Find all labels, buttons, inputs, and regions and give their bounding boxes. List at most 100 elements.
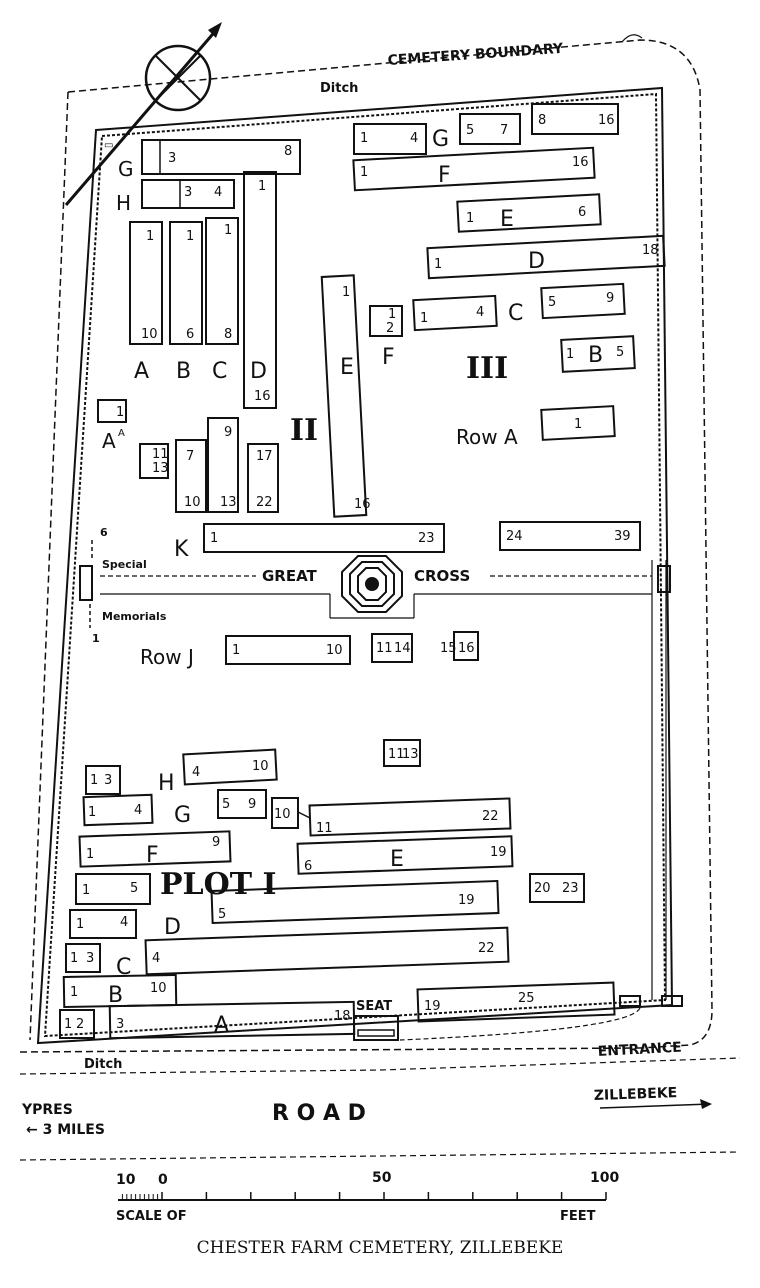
svg-text:B: B [176, 359, 191, 384]
grave-row-a3-plot1[interactable] [416, 981, 616, 1023]
row-label: G [118, 157, 134, 181]
svg-text:A: A [134, 359, 149, 384]
grave-row-g3-plot3[interactable] [531, 103, 619, 135]
grave-row-a-plot3[interactable] [540, 405, 616, 441]
grave-row-j1[interactable] [225, 635, 351, 665]
svg-text:3: 3 [184, 185, 192, 200]
svg-text:B: B [108, 983, 123, 1008]
svg-text:D: D [250, 359, 267, 384]
svg-text:1: 1 [258, 179, 266, 194]
svg-text:5: 5 [130, 881, 138, 896]
grave-row-h1-plot1[interactable] [85, 765, 121, 795]
grave-row-e1-plot1[interactable] [308, 797, 512, 837]
entrance-pillar[interactable] [657, 565, 671, 593]
svg-text:7: 7 [500, 123, 508, 138]
svg-text:39: 39 [614, 529, 631, 544]
special-memorial-stone[interactable] [79, 565, 93, 601]
grave-row-h-plot2[interactable] [141, 179, 235, 209]
grave-row-f-plot2[interactable] [369, 305, 403, 337]
svg-text:23: 23 [418, 531, 435, 546]
grave-20-23-plot1[interactable] [529, 873, 585, 903]
svg-text:50: 50 [372, 1170, 392, 1186]
svg-text:H: H [158, 771, 175, 796]
grave-row-k-plot2[interactable] [203, 523, 445, 553]
grave-row-d-plot3[interactable] [426, 234, 666, 280]
grave-row-j2[interactable] [371, 633, 413, 663]
great-label: GREAT [262, 567, 318, 585]
svg-text:1: 1 [116, 405, 124, 420]
grave-aa-plot2[interactable] [97, 399, 127, 423]
grave-row-d-plot1[interactable] [69, 909, 137, 939]
entrance-gate-pillar-left[interactable] [619, 995, 641, 1007]
grave-row-5-19-plot1[interactable] [210, 879, 500, 925]
grave-11-13-plot2[interactable] [139, 443, 169, 479]
grave-row-a2-plot1[interactable] [108, 1000, 356, 1040]
svg-text:13: 13 [402, 747, 419, 762]
svg-text:1: 1 [434, 257, 442, 272]
svg-text:17: 17 [256, 449, 273, 464]
svg-text:E: E [500, 207, 514, 232]
svg-text:3: 3 [168, 151, 176, 166]
grave-9-13-plot2[interactable] [207, 417, 239, 513]
svg-text:19: 19 [458, 893, 475, 908]
svg-text:18: 18 [334, 1009, 351, 1024]
grave-row-e2-plot1[interactable] [296, 835, 514, 875]
svg-text:4: 4 [134, 803, 142, 818]
grave-row-j3[interactable] [453, 631, 479, 661]
grave-row-b-plot3[interactable] [560, 335, 636, 373]
svg-text:11: 11 [376, 641, 393, 656]
grave-row-c1-plot1[interactable] [65, 943, 101, 973]
grave-row-c2-plot3[interactable] [540, 282, 626, 320]
grave-11-13-plot1[interactable] [383, 739, 421, 767]
grave-row-c-plot2[interactable] [205, 217, 239, 345]
grave-row-e-plot3[interactable] [456, 193, 602, 233]
grave-row-h2-plot1[interactable] [182, 748, 278, 786]
grave-row-g-plot2[interactable] [141, 139, 301, 175]
grave-row-f-plot1[interactable] [78, 830, 232, 868]
svg-text:1: 1 [76, 917, 84, 932]
svg-text:25: 25 [518, 991, 535, 1006]
grave-7-10-plot2[interactable] [175, 439, 207, 513]
svg-text:1: 1 [210, 531, 218, 546]
svg-text:G: G [174, 803, 191, 828]
svg-text:7: 7 [186, 449, 194, 464]
svg-text:22: 22 [256, 495, 273, 510]
grave-row-g3-plot1[interactable] [271, 797, 299, 829]
zillebeke-label: ZILLEBEKE [594, 1085, 678, 1104]
grave-row-a-plot2[interactable] [129, 221, 163, 345]
svg-text:4: 4 [120, 915, 128, 930]
svg-text:1: 1 [90, 773, 98, 788]
svg-text:1: 1 [232, 643, 240, 658]
grave-row-1-5-plot1[interactable] [75, 873, 151, 905]
svg-text:C: C [508, 301, 523, 326]
cross-of-sacrifice-icon [341, 555, 403, 613]
grave-row-g1-plot3[interactable] [353, 123, 427, 155]
memorials-label: Memorials [102, 610, 167, 623]
grave-row-c2-plot1[interactable] [144, 926, 510, 976]
svg-text:1: 1 [360, 165, 368, 180]
grave-row-e-plot2[interactable] [320, 274, 368, 518]
grave-row-b-plot2[interactable] [169, 221, 203, 345]
svg-text:D: D [528, 249, 545, 274]
svg-text:9: 9 [212, 835, 220, 850]
grave-row-g2-plot3[interactable] [459, 113, 521, 145]
seat[interactable] [353, 1015, 399, 1041]
svg-text:9: 9 [224, 425, 232, 440]
grave-row-c1-plot3[interactable] [412, 294, 498, 332]
seat-label: SEAT [356, 999, 392, 1014]
entrance-gate-pillar-right[interactable] [661, 995, 683, 1007]
grave-row-k-plot3[interactable] [499, 521, 641, 551]
grave-row-g1-plot1[interactable] [82, 793, 154, 827]
svg-text:B: B [588, 343, 603, 368]
grave-17-22-plot2[interactable] [247, 443, 279, 513]
entrance-label: ENTRANCE [597, 1040, 682, 1060]
ditch-bottom-label: Ditch [84, 1057, 122, 1072]
svg-text:16: 16 [572, 155, 589, 170]
svg-text:F: F [438, 163, 451, 188]
grave-row-d-plot2[interactable] [243, 171, 277, 409]
svg-text:10: 10 [274, 807, 291, 822]
grave-row-g2-plot1[interactable] [217, 789, 267, 819]
svg-text:16: 16 [354, 497, 371, 512]
grave-row-a1-plot1[interactable] [59, 1009, 95, 1039]
grave-row-f-plot3[interactable] [352, 146, 596, 192]
